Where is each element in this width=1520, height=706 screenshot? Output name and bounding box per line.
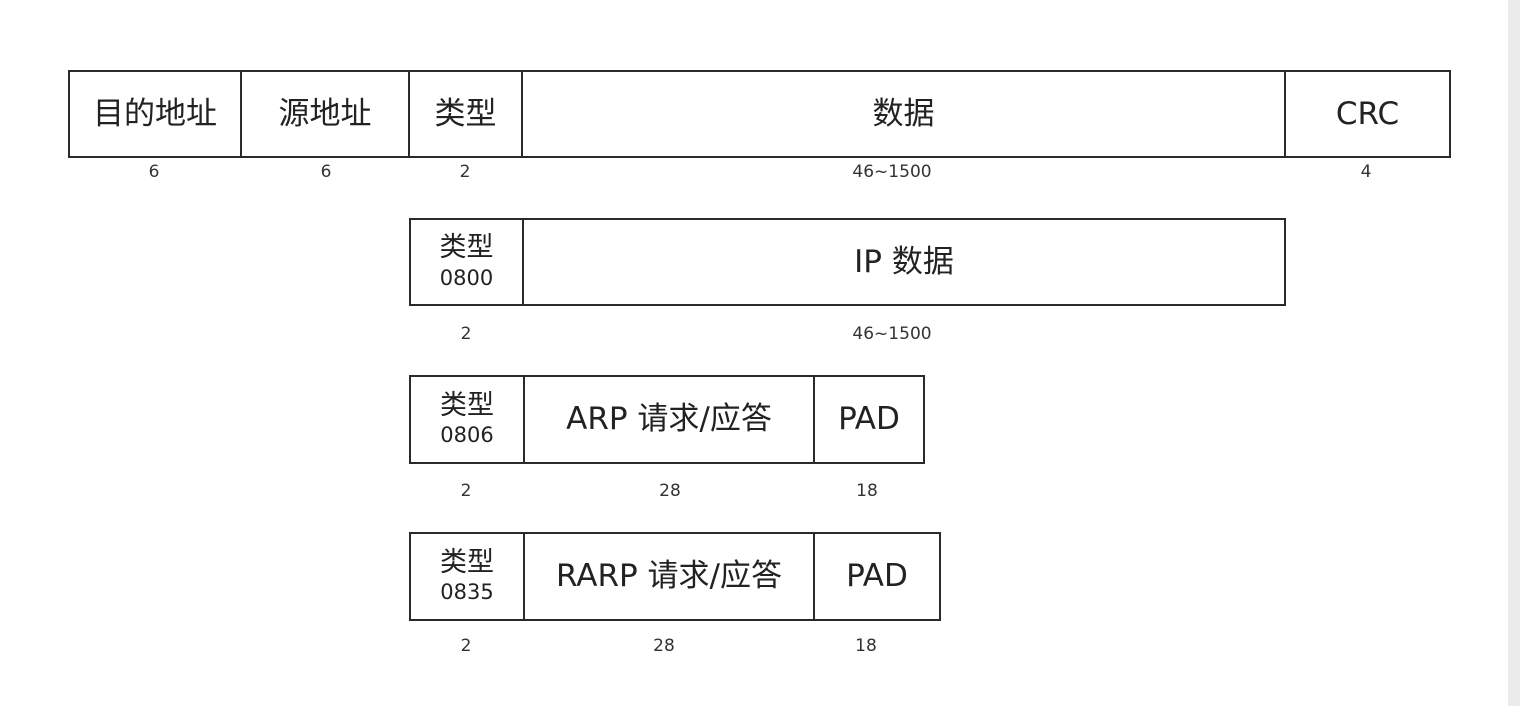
arp-size-type: 2	[460, 481, 472, 501]
arp-type-code: 0806	[440, 423, 494, 448]
rarp-type-label: 类型	[440, 546, 494, 578]
arp-size-data: 28	[659, 481, 681, 501]
size-crc: 4	[1360, 162, 1372, 182]
rarp-data-label: RARP 请求/应答	[555, 558, 783, 594]
arp-size-pad: 18	[856, 481, 878, 501]
field-crc-label: CRC	[1335, 95, 1400, 132]
field-crc: CRC	[1286, 70, 1451, 158]
rarp-frame-row: 类型 0835 RARP 请求/应答 PAD	[409, 532, 941, 621]
ip-type-code: 0800	[439, 265, 494, 290]
arp-data-field: ARP 请求/应答	[525, 375, 815, 464]
ip-type-field: 类型 0800	[409, 218, 524, 306]
ip-frame-row: 类型 0800 IP 数据	[409, 218, 1286, 306]
ip-type-label: 类型	[439, 232, 494, 264]
ip-data-field: IP 数据	[524, 218, 1286, 306]
arp-pad-field: PAD	[815, 375, 925, 464]
ip-size-type: 2	[460, 324, 472, 344]
rarp-type-field: 类型 0835	[409, 532, 525, 621]
field-src-address-label: 源地址	[278, 95, 372, 132]
rarp-data-field: RARP 请求/应答	[525, 532, 815, 621]
field-dest-address-label: 目的地址	[93, 95, 217, 132]
right-scroll-strip	[1508, 0, 1520, 706]
rarp-pad-field: PAD	[815, 532, 941, 621]
rarp-type-code: 0835	[440, 580, 494, 605]
field-data: 数据	[523, 70, 1286, 158]
arp-pad-label: PAD	[838, 401, 900, 437]
field-data-label: 数据	[872, 95, 935, 132]
ip-size-data: 46~1500	[852, 324, 932, 344]
rarp-pad-label: PAD	[846, 558, 908, 594]
rarp-size-data: 28	[653, 636, 675, 656]
field-type-label: 类型	[434, 95, 497, 132]
rarp-size-pad: 18	[855, 636, 877, 656]
rarp-size-type: 2	[460, 636, 472, 656]
field-type: 类型	[410, 70, 523, 158]
arp-type-field: 类型 0806	[409, 375, 525, 464]
size-data: 46~1500	[852, 162, 932, 182]
size-type: 2	[459, 162, 471, 182]
field-src-address: 源地址	[242, 70, 410, 158]
ip-data-label: IP 数据	[854, 243, 954, 280]
ethernet-frame-row: 目的地址 源地址 类型 数据 CRC	[68, 70, 1451, 158]
arp-frame-row: 类型 0806 ARP 请求/应答 PAD	[409, 375, 925, 464]
size-src-address: 6	[320, 162, 332, 182]
field-dest-address: 目的地址	[68, 70, 242, 158]
arp-type-label: 类型	[440, 389, 494, 421]
arp-data-label: ARP 请求/应答	[566, 401, 772, 437]
size-dest-address: 6	[148, 162, 160, 182]
